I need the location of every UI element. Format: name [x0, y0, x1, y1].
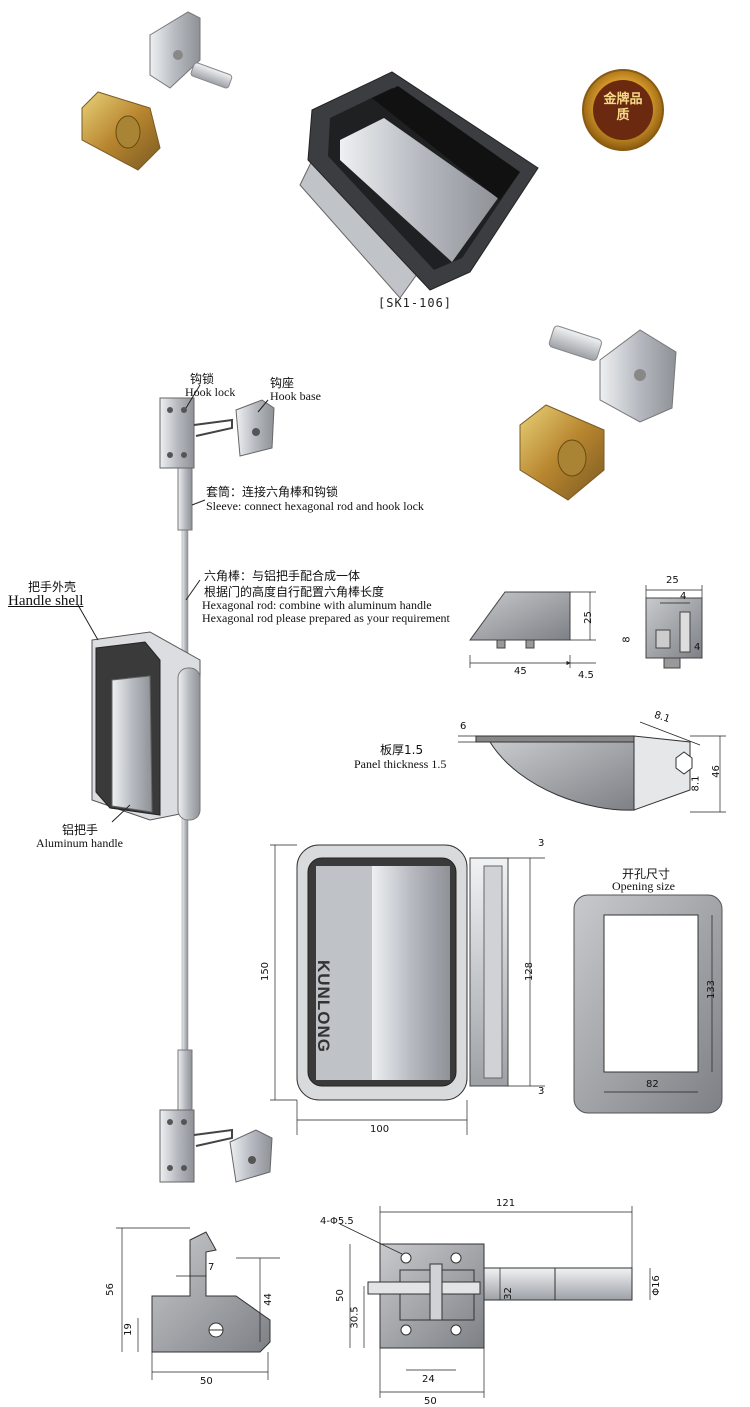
dim-side-4b: 4: [694, 642, 701, 653]
photo-hook-base-2: [519, 404, 605, 501]
photo-hook-base: [81, 91, 161, 171]
dim-side-width: 25: [666, 575, 679, 586]
drawing-hook-profile: [116, 1227, 280, 1380]
label-hook-base-en: Hook base: [270, 389, 321, 403]
gold-badge-text: 金牌品质: [603, 92, 643, 123]
label-handle-shell-en: Handle shell: [8, 593, 84, 609]
label-panel-thickness-cn: 板厚1.5: [380, 743, 424, 757]
label-opening-size-cn: 开孔尺寸: [622, 867, 671, 881]
label-aluminum-handle-cn: 铝把手: [62, 823, 99, 837]
dim-hook-50: 50: [200, 1376, 213, 1387]
dim-hook-19: 19: [122, 1323, 134, 1336]
drawing-base-front: [645, 585, 703, 669]
dim-depth-46: 46: [710, 765, 722, 778]
dim-handle-3a: 3: [538, 838, 545, 849]
leader-lines: [77, 384, 269, 823]
label-opening-size-en: Opening size: [612, 879, 675, 893]
drawing-base-side: [469, 591, 596, 668]
label-hex-rod-cn-1: 六角棒：与铝把手配合成一体: [204, 569, 361, 583]
brand-logo-text: KUNLONG: [314, 960, 333, 1053]
label-hex-rod-cn-2: 根据门的高度自行配置六角棒长度: [204, 585, 385, 599]
dim-lock-50v: 50: [334, 1289, 346, 1302]
gold-quality-badge: [582, 69, 664, 151]
drawing-handle-front: [270, 844, 545, 1135]
dim-lock-50h: 50: [424, 1396, 437, 1407]
dim-base-width: 45: [514, 666, 527, 677]
model-number: [SK1-106]: [378, 296, 453, 310]
dim-handle-150: 150: [260, 961, 272, 982]
dim-side-8: 8: [621, 636, 633, 643]
label-hex-rod-en-2: Hexagonal rod please prepared as your re…: [202, 611, 450, 625]
dim-base-height: 25: [582, 611, 594, 624]
dim-lock-305: 30.5: [349, 1306, 361, 1329]
dim-opening-82: 82: [646, 1079, 659, 1090]
label-hook-lock-en: Hook lock: [185, 385, 236, 399]
dim-lock-121: 121: [496, 1198, 516, 1209]
label-panel-thickness-en: Panel thickness 1.5: [354, 757, 447, 771]
dim-lock-phi16: Φ16: [650, 1275, 662, 1296]
dim-panel-6: 6: [460, 721, 467, 732]
dim-opening-133: 133: [706, 979, 718, 1000]
drawing-opening-size: [573, 894, 723, 1114]
photo-handle-main: [299, 71, 539, 299]
dim-side-4a: 4: [680, 591, 687, 602]
dim-lock-24: 24: [422, 1374, 435, 1385]
label-hook-lock-cn: 钩锁: [190, 372, 215, 386]
dim-hook-56: 56: [104, 1283, 116, 1296]
photo-hook-lock-2: [548, 325, 677, 423]
photo-hook-lock: [149, 11, 233, 89]
drawing-panel-section: [458, 721, 726, 813]
dim-hook-7: 7: [208, 1262, 215, 1273]
handle-shell-drawing: [91, 631, 201, 821]
dim-handle-128: 128: [524, 961, 536, 982]
dim-angle-81b: 8.1: [690, 775, 702, 792]
dim-handle-100: 100: [370, 1124, 390, 1135]
dim-lock-holes: 4-Φ5.5: [320, 1216, 354, 1227]
label-aluminum-handle-en: Aluminum handle: [36, 836, 123, 850]
dim-handle-3b: 3: [538, 1086, 545, 1097]
dim-hook-44: 44: [262, 1293, 274, 1306]
label-sleeve-cn: 套筒：连接六角棒和钩锁: [206, 485, 339, 499]
drawing-bolt-assembly: [339, 1206, 651, 1398]
dim-base-offset: 4.5: [578, 670, 594, 681]
label-handle-shell-cn: 把手外壳: [28, 580, 77, 594]
label-hook-base-cn: 钩座: [270, 376, 295, 390]
label-sleeve-en: Sleeve: connect hexagonal rod and hook l…: [206, 499, 424, 513]
label-hex-rod-en-1: Hexagonal rod: combine with aluminum han…: [202, 598, 432, 612]
dim-lock-32: 32: [502, 1287, 514, 1300]
